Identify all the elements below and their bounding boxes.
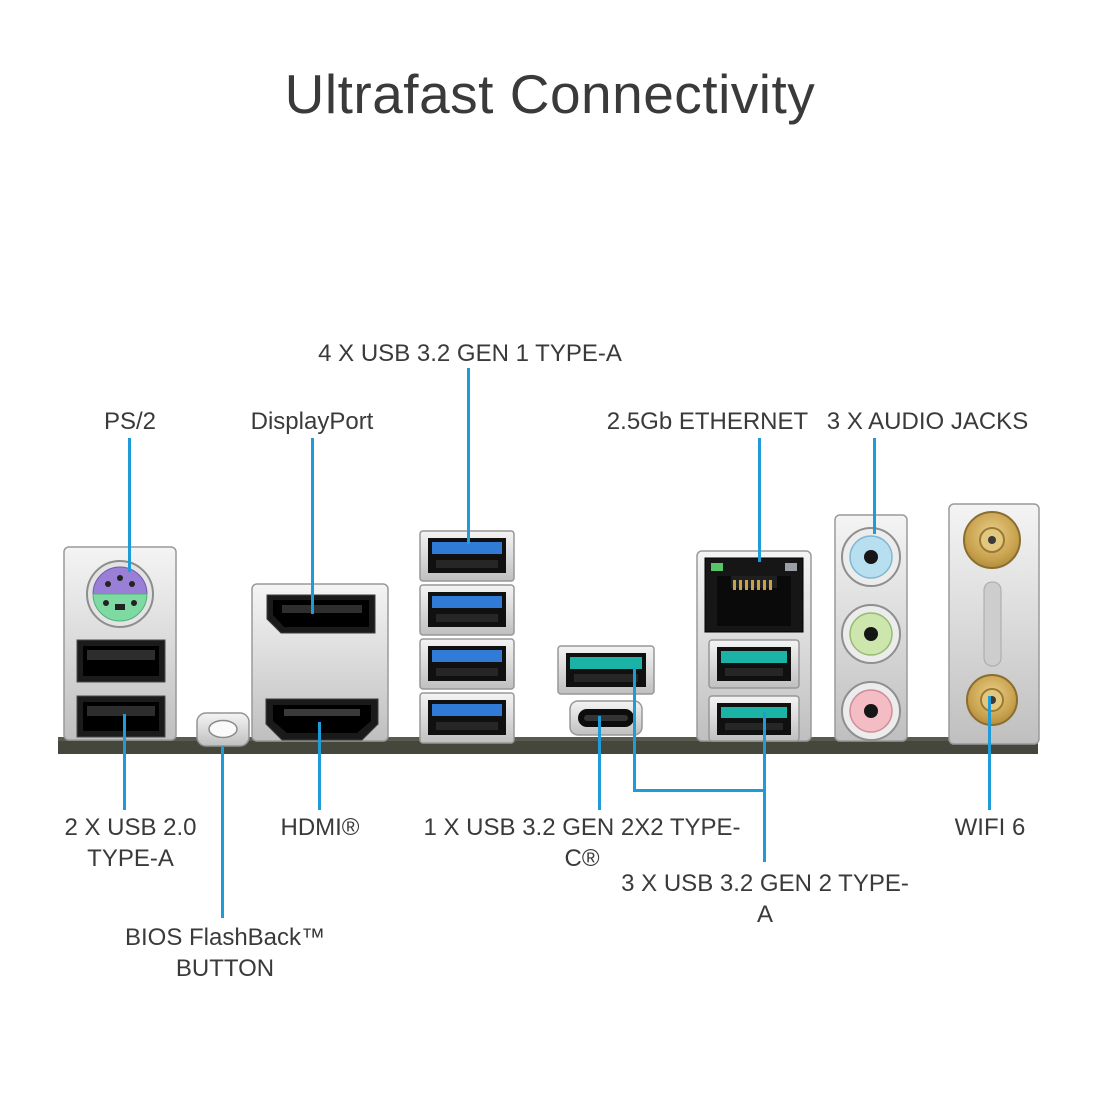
wifi-sma-connector-bottom (966, 674, 1018, 726)
label-audio: 3 X AUDIO JACKS (826, 408, 1029, 435)
callout-line-usb20 (123, 714, 126, 810)
usb32gen1-port-3 (419, 638, 515, 690)
label-ethernet: 2.5Gb ETHERNET (606, 408, 809, 435)
callout-line-usbc (598, 716, 601, 810)
callout-line-usb32gen1 (467, 368, 470, 544)
ps2-port (86, 560, 154, 628)
callout-line-ethernet (758, 438, 761, 562)
label-wifi: WIFI 6 (954, 814, 1026, 841)
ps2-usb20-module (63, 546, 177, 741)
usb32gen2-port-a (557, 645, 655, 695)
usbc-module (557, 645, 655, 736)
ethernet-port (704, 557, 804, 633)
label-usb32gen2: 3 X USB 3.2 GEN 2 TYPE-A (621, 870, 909, 929)
page-title: Ultrafast Connectivity (284, 63, 816, 125)
callout-line-ps2 (128, 438, 131, 572)
callout-line-audio (873, 438, 876, 534)
label-displayport: DisplayPort (250, 408, 374, 435)
label-ps2: PS/2 (103, 408, 157, 435)
usb32gen1-port-2 (419, 584, 515, 636)
callout-line-wifi (988, 696, 991, 810)
label-usb32gen1: 4 X USB 3.2 GEN 1 TYPE-A (318, 340, 622, 367)
callout-line-displayport (311, 438, 314, 614)
wifi-sma-connector-top (963, 511, 1021, 569)
callout-line-hdmi (318, 722, 321, 810)
usb32gen1-port-4 (419, 692, 515, 744)
displayport-port (266, 594, 376, 634)
displayport-hdmi-module (251, 583, 389, 742)
usb20-port-bottom (76, 695, 166, 738)
label-bios-flashback: BIOS FlashBack™ BUTTON (124, 924, 326, 983)
hdmi-port (265, 698, 379, 741)
wifi-antenna-module (948, 503, 1040, 745)
audio-jack-line-in (841, 527, 901, 587)
callout-line-usb32gen2-right (763, 712, 766, 862)
bios-flashback-button (196, 712, 250, 747)
label-usb20: 2 X USB 2.0 TYPE-A (64, 814, 197, 873)
callout-line-bios-flashback (221, 746, 224, 918)
usbc-port (569, 700, 643, 736)
callout-line-usb32gen2-left (633, 668, 636, 792)
usb20-port-top (76, 639, 166, 683)
callout-line-usb32gen2-horizontal (633, 789, 766, 792)
label-hdmi: HDMI® (280, 814, 360, 841)
usb32gen2-port-b (708, 639, 800, 689)
usb32gen1-port-stack (419, 530, 515, 744)
usb32gen2-port-c (708, 695, 800, 742)
audio-jack-line-out (841, 604, 901, 664)
label-usbc: 1 X USB 3.2 GEN 2X2 TYPE-C® (423, 814, 741, 873)
ethernet-usb-module (696, 550, 812, 742)
audio-jacks-module (834, 514, 908, 742)
audio-jack-mic (841, 681, 901, 741)
